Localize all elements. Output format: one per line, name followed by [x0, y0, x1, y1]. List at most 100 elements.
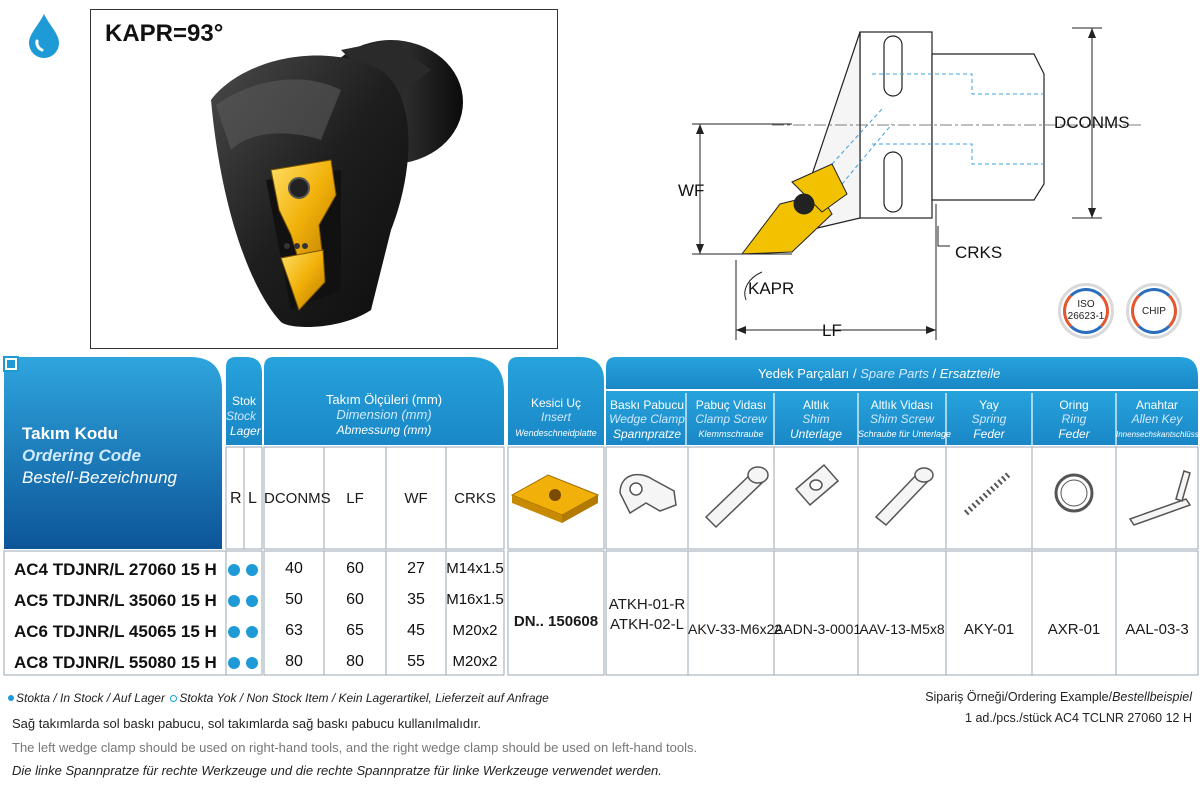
spring-code: AKY-01 [963, 621, 1015, 638]
insert-header-tr: Kesici Uç [530, 396, 581, 410]
dimension-header-tr: Takım Ölçüleri (mm) [325, 392, 443, 407]
spare-col-spring-tr: Yay [979, 398, 999, 412]
wedge-clamp-code-1: ATKH-01-R [608, 596, 686, 613]
insert-header-en: Insert [540, 410, 571, 424]
row-wf: 35 [407, 591, 425, 608]
chip-badge: CHIP [1126, 283, 1182, 339]
in-stock-dot-r [228, 626, 240, 643]
spare-col-clamp-screw-de: Klemmschraube [698, 429, 764, 439]
col-header-dconms: DCONMS [264, 490, 331, 507]
insert-image [510, 474, 600, 523]
ordering-example-value: 1 ad./pcs./stück AC4 TCLNR 27060 12 H [965, 711, 1192, 725]
row-lf: 60 [346, 560, 364, 577]
spare-col-spring-de: Feder [973, 427, 1005, 441]
row-dconms: 80 [285, 653, 303, 670]
row-lf: 80 [346, 653, 364, 670]
in-stock-dot-r [228, 595, 240, 612]
ordering-code-header-tr: Takım Kodu [22, 424, 119, 443]
spare-col-allen-key-de: Innensechskantschlüssel [1116, 430, 1200, 439]
row-wf: 55 [407, 653, 425, 670]
iso-badge-line2: 26623-1 [1067, 311, 1105, 322]
row-lf: 65 [346, 622, 364, 639]
row-crks: M16x1.5 [446, 591, 504, 608]
row-crks: M20x2 [452, 653, 498, 670]
row-wf: 45 [407, 622, 425, 639]
product-table: Takım Kodu Ordering Code Bestell-Bezeich… [0, 353, 1200, 683]
row-dconms: 63 [285, 622, 303, 639]
stock-l-label: L [248, 490, 257, 507]
row-dconms: 50 [285, 591, 303, 608]
iso-badge-line1: ISO [1077, 299, 1095, 310]
row-dconms: 40 [285, 560, 303, 577]
in-stock-dot-l [246, 595, 258, 612]
stock-header-tr: Stok [232, 394, 257, 408]
note-de: Die linke Spannpratze für rechte Werkzeu… [12, 763, 662, 778]
iso-26623-badge: ISO 26623-1 [1058, 283, 1114, 339]
insert-header-de: Wendeschneidplatte [515, 428, 597, 438]
spare-col-shim-de: Unterlage [789, 427, 843, 441]
stock-r-label: R [230, 490, 242, 507]
ordering-example-label: Sipariş Örneği/Ordering Example/Bestellb… [925, 690, 1192, 704]
spare-col-ring-de: Feder [1058, 427, 1090, 441]
product-photo-frame: KAPR=93° [90, 9, 558, 349]
kapr-title: KAPR=93° [105, 20, 224, 47]
in-stock-dot-r [228, 657, 240, 674]
row-code: AC8 TDJNR/L 55080 15 H [14, 653, 217, 672]
dim-label-crks: CRKS [955, 243, 1002, 262]
note-tr: Sağ takımlarda sol baskı pabucu, sol tak… [12, 716, 481, 731]
col-header-lf: LF [346, 490, 364, 507]
clamp-screw-code: AKV-33-M6x22 [688, 621, 783, 637]
chip-badge-label: CHIP [1142, 306, 1166, 317]
dimension-header-en: Dimension (mm) [336, 407, 432, 422]
spare-col-wedge-clamp-en: Wedge Clamp [609, 412, 685, 426]
spare-col-ring-tr: Oring [1059, 398, 1089, 412]
stock-legend: Stokta / In Stock / Auf Lager Stokta Yok… [8, 691, 549, 705]
tool-holder-image [211, 40, 463, 327]
col-header-crks: CRKS [454, 490, 496, 507]
in-stock-dot-l [246, 564, 258, 581]
col-header-wf: WF [404, 490, 428, 507]
stock-header-de: Lager [230, 424, 261, 438]
shim-screw-code: AAV-13-M5x8 [859, 621, 945, 637]
technical-drawing: WF DCONMS CRKS KAPR LF [678, 27, 1142, 340]
row-crks: M20x2 [452, 622, 498, 639]
spare-col-allen-key-en: Allen Key [1131, 412, 1183, 426]
spare-col-spring-en: Spring [971, 412, 1007, 426]
spare-col-ring-en: Ring [1061, 412, 1087, 426]
spare-col-shim-en: Shim [802, 412, 830, 426]
ordering-code-header-en: Ordering Code [22, 446, 142, 465]
dim-label-dconms: DCONMS [1054, 113, 1130, 132]
in-stock-dot-r [228, 564, 240, 581]
spare-col-wedge-clamp-de: Spannpratze [612, 427, 682, 441]
dimension-header-de: Abmessung (mm) [336, 423, 432, 437]
spare-col-shim-tr: Altlık [802, 398, 829, 412]
in-stock-dot-l [246, 626, 258, 643]
spare-col-shim-screw-de: Schraube für Unterlage [858, 429, 952, 439]
dim-label-lf: LF [822, 321, 842, 340]
spare-col-clamp-screw-tr: Pabuç Vidası [695, 398, 767, 412]
dim-label-wf: WF [678, 181, 704, 200]
ordering-code-header-de: Bestell-Bezeichnung [22, 468, 177, 487]
spare-parts-header: Yedek Parçaları / Spare Parts / Ersatzte… [758, 366, 1001, 381]
row-code: AC5 TDJNR/L 35060 15 H [14, 591, 217, 610]
spare-col-shim-screw-en: Shim Screw [869, 412, 934, 426]
row-lf: 60 [346, 591, 364, 608]
wedge-clamp-code-2: ATKH-02-L [610, 616, 684, 633]
stock-header-en: Stock [226, 409, 257, 423]
row-wf: 27 [407, 560, 425, 577]
table-background [3, 356, 1199, 676]
coolant-drop-icon [29, 14, 59, 58]
row-crks: M14x1.5 [446, 560, 504, 577]
allen-key-code: AAL-03-3 [1125, 621, 1189, 638]
in-stock-dot-l [246, 657, 258, 674]
note-en: The left wedge clamp should be used on r… [12, 740, 698, 755]
spare-col-shim-screw-tr: Altlık Vidası [870, 398, 934, 412]
row-code: AC6 TDJNR/L 45065 15 H [14, 622, 217, 641]
spare-col-wedge-clamp-tr: Baskı Pabucu [609, 398, 685, 412]
insert-code: DN.. 150608 [513, 613, 599, 630]
row-code: AC4 TDJNR/L 27060 15 H [14, 560, 217, 579]
shim-code: AADN-3-0001 [774, 621, 862, 637]
ring-code: AXR-01 [1047, 621, 1101, 638]
spare-col-clamp-screw-en: Clamp Screw [695, 412, 767, 426]
spare-col-allen-key-tr: Anahtar [1135, 398, 1179, 412]
